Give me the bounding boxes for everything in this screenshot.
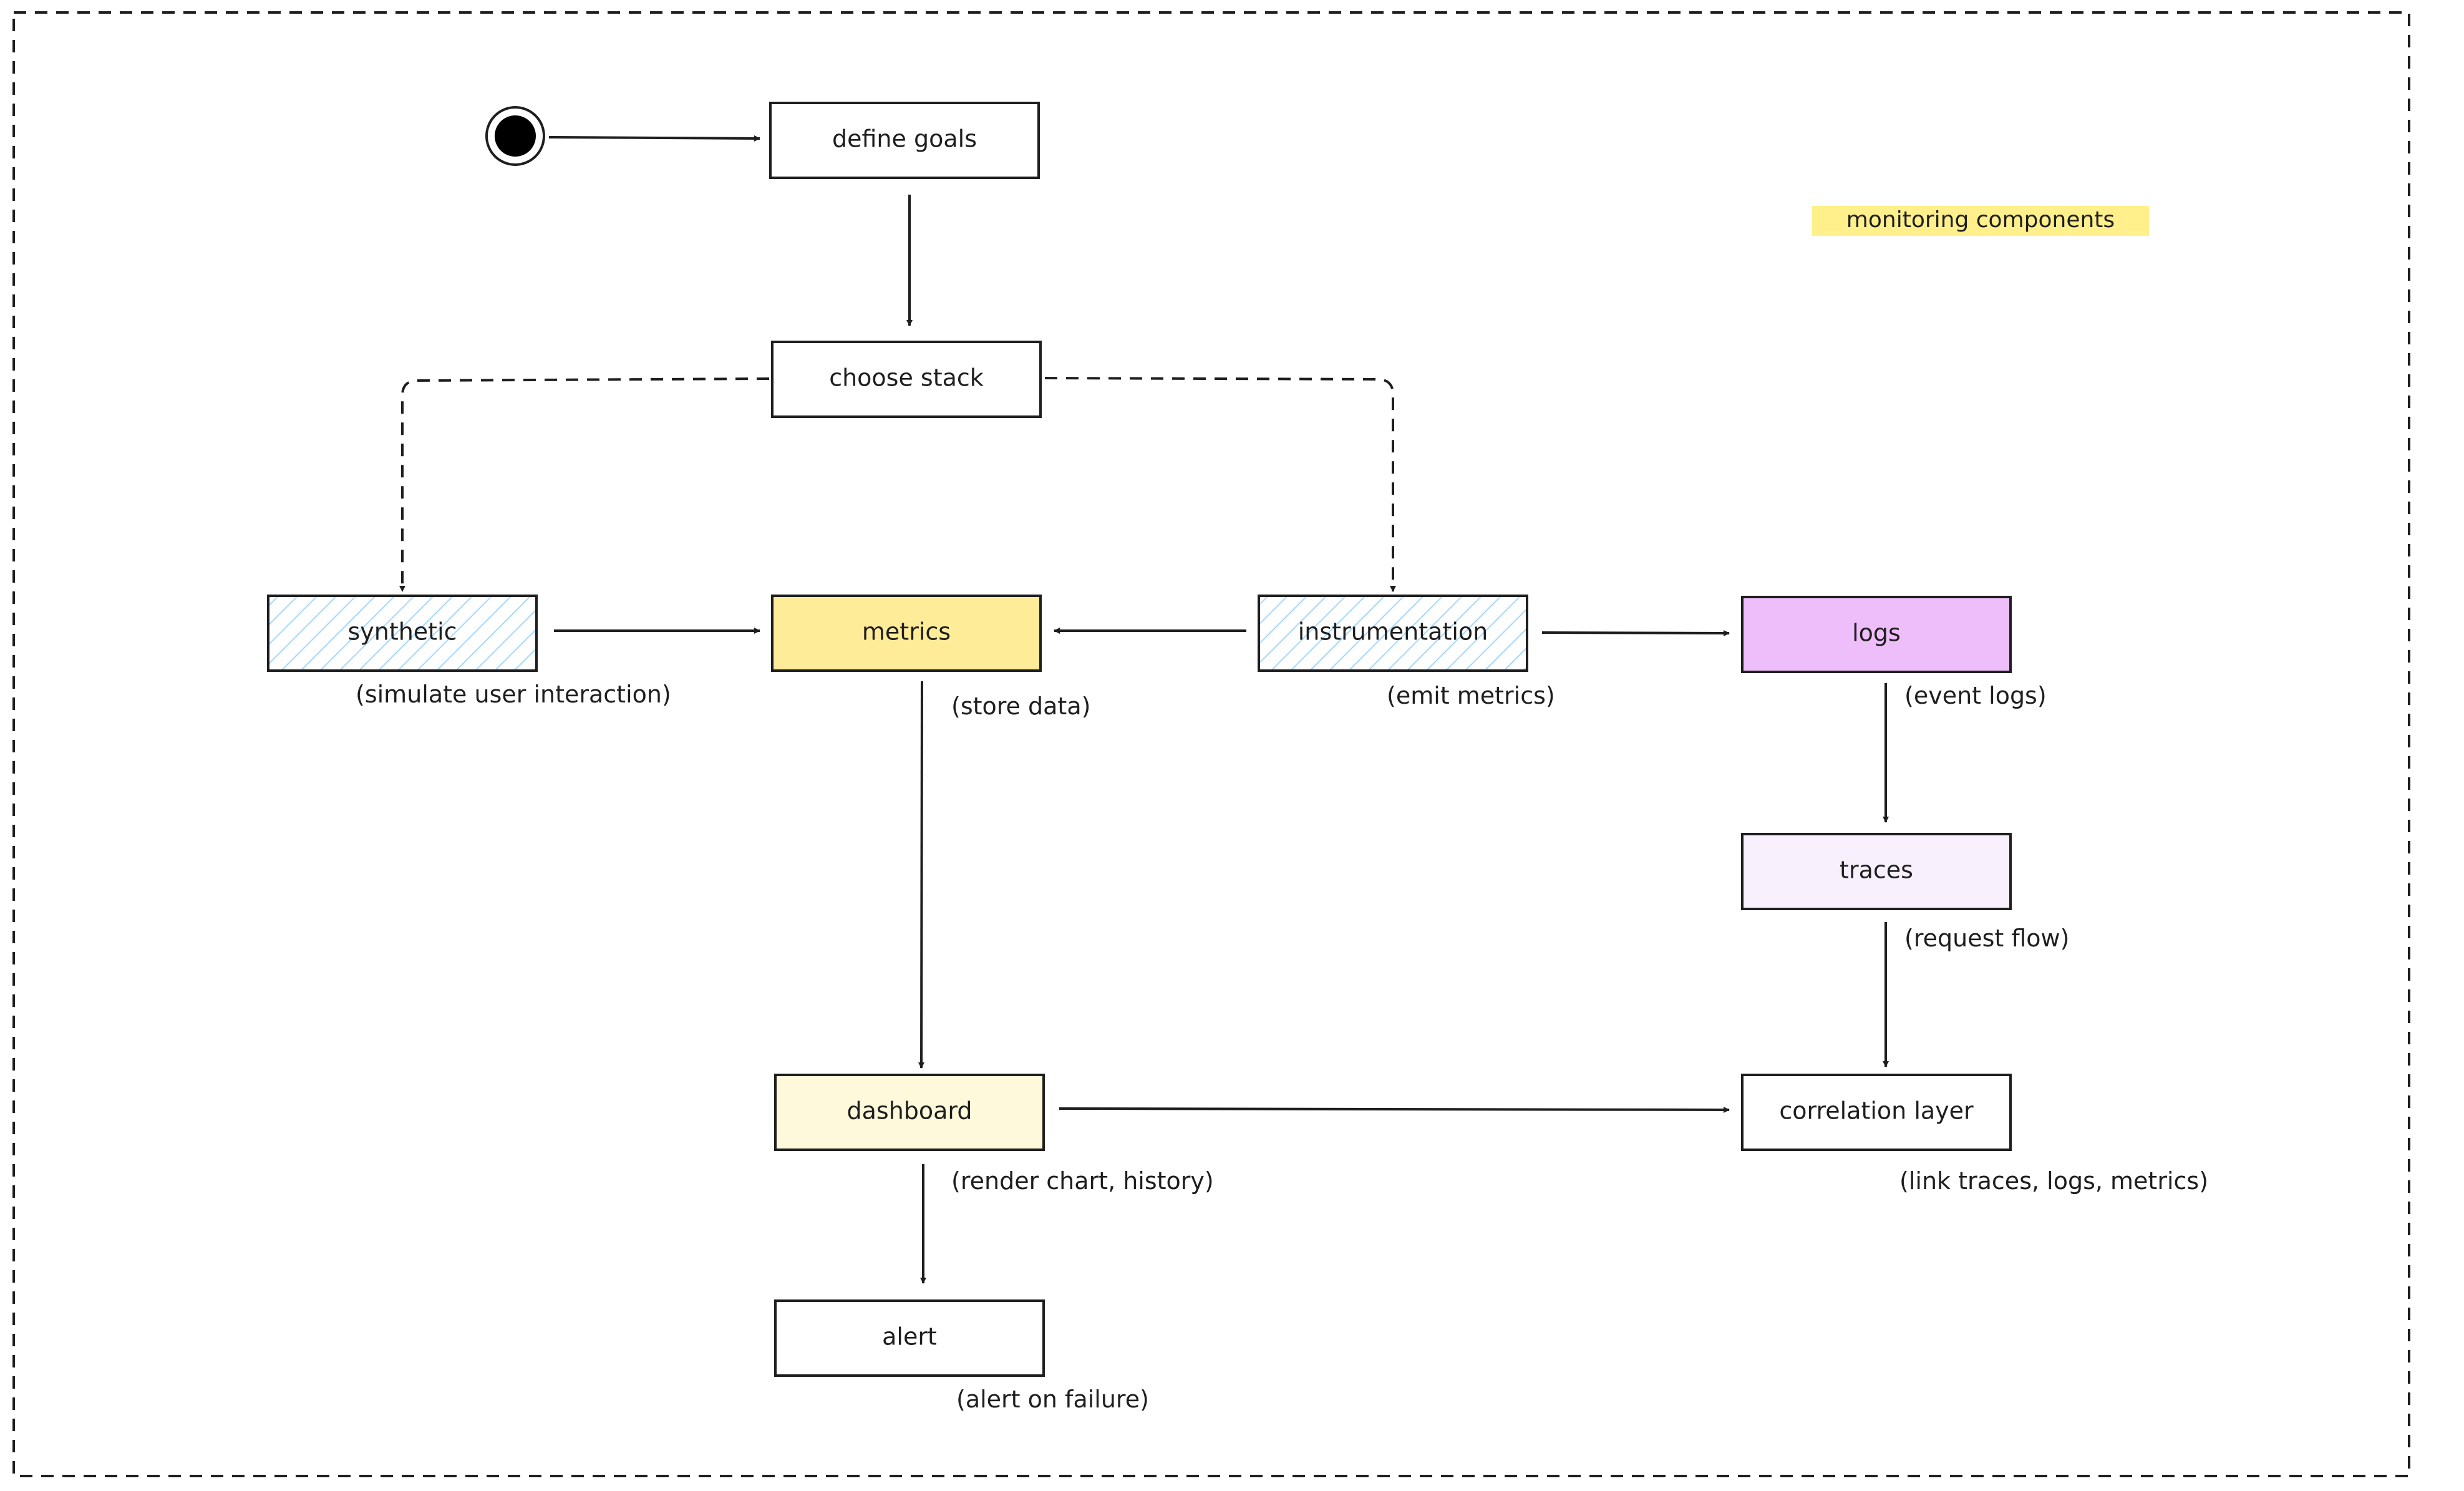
note-synthetic: (simulate user interaction) bbox=[356, 681, 671, 708]
node-logs: logs bbox=[1741, 596, 2012, 673]
note-correlation-layer: (link traces, logs, metrics) bbox=[1899, 1167, 2208, 1195]
note-instrumentation: (emit metrics) bbox=[1387, 682, 1555, 709]
node-choose-stack-label: choose stack bbox=[829, 364, 984, 392]
start-node bbox=[485, 106, 545, 166]
node-dashboard-label: dashboard bbox=[846, 1097, 972, 1125]
node-correlation-layer: correlation layer bbox=[1741, 1074, 2012, 1151]
outer-frame bbox=[12, 11, 2410, 1477]
edge-choose-stack-to-instrumentation bbox=[1044, 377, 1396, 592]
note-metrics: (store data) bbox=[951, 692, 1090, 720]
legend-label: monitoring components bbox=[1846, 207, 2115, 233]
node-metrics-label: metrics bbox=[862, 618, 951, 646]
edge-metrics-to-dashboard bbox=[918, 681, 925, 1069]
node-synthetic-label: synthetic bbox=[347, 618, 457, 646]
node-define-goals-label: define goals bbox=[832, 125, 977, 153]
legend-highlight bbox=[1812, 206, 2149, 236]
node-alert: alert bbox=[774, 1299, 1045, 1377]
note-dashboard: (render chart, history) bbox=[951, 1167, 1214, 1195]
node-dashboard: dashboard bbox=[774, 1074, 1045, 1151]
node-traces: traces bbox=[1741, 833, 2012, 910]
node-synthetic: synthetic bbox=[267, 595, 538, 672]
note-alert: (alert on failure) bbox=[956, 1386, 1149, 1413]
note-logs: (event logs) bbox=[1904, 682, 2047, 709]
node-choose-stack: choose stack bbox=[771, 341, 1042, 418]
edge-dashboard-to-correlation-layer bbox=[1059, 1106, 1730, 1113]
node-alert-label: alert bbox=[882, 1323, 937, 1351]
node-logs-label: logs bbox=[1852, 619, 1901, 647]
node-define-goals: define goals bbox=[769, 102, 1040, 179]
edge-start-to-define-goals bbox=[548, 135, 760, 142]
edge-choose-stack-to-synthetic bbox=[399, 377, 770, 592]
node-instrumentation: instrumentation bbox=[1258, 595, 1528, 672]
note-traces: (request flow) bbox=[1904, 925, 2069, 952]
node-instrumentation-label: instrumentation bbox=[1298, 618, 1488, 646]
node-correlation-layer-label: correlation layer bbox=[1779, 1097, 1974, 1125]
node-metrics: metrics bbox=[771, 595, 1042, 672]
node-traces-label: traces bbox=[1840, 857, 1913, 884]
